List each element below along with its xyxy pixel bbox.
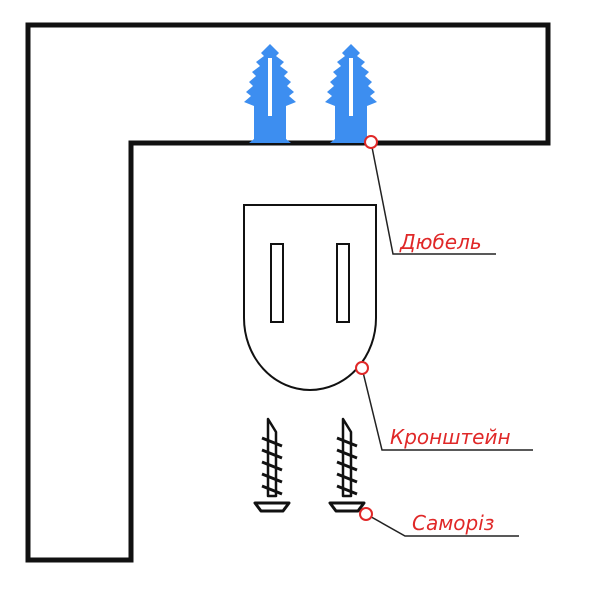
dowel-icon [325,44,377,143]
dowel-icon [244,44,296,143]
bracket-leader-line [361,367,533,451]
screw-icon [328,417,366,513]
dowel-marker [364,135,378,149]
screw-label: Саморіз [412,511,494,535]
screw-marker [359,507,373,521]
screw-leader-line [365,513,519,537]
wall-corner [25,22,551,563]
screw-icon [253,417,291,513]
dowel-leader-line [370,141,496,255]
bracket-label: Кронштейн [390,425,511,449]
dowel-label: Дюбель [399,230,482,254]
bracket-icon [243,204,377,391]
bracket-marker [355,361,369,375]
